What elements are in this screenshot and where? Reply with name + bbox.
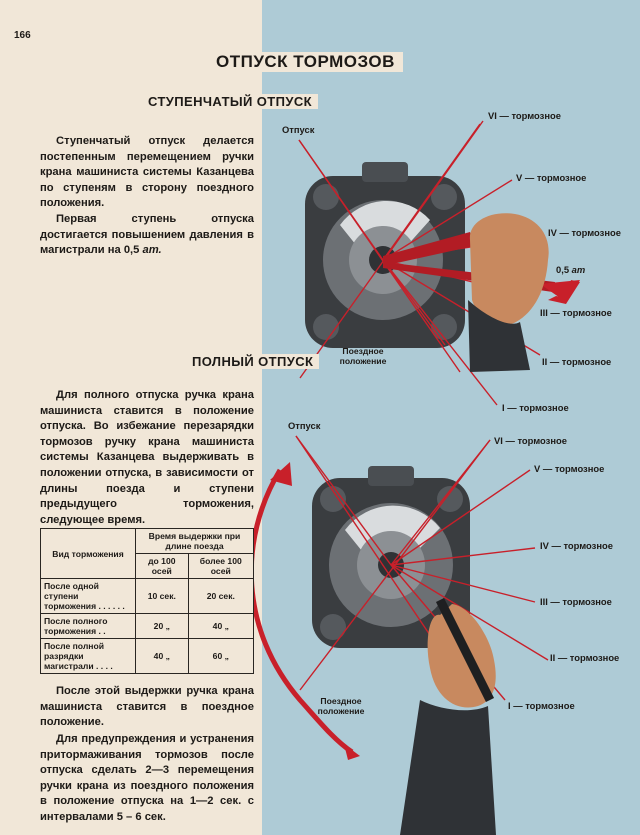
d1-label-train-position: Поездное положение bbox=[339, 346, 387, 366]
full-release-paragraph-3: Для предупреждения и устранения приторма… bbox=[40, 733, 254, 823]
table-row: После полной разрядки магистрали . . . .… bbox=[40, 638, 255, 674]
d1-label-ii: II — тормозное bbox=[542, 356, 612, 367]
table-cell-value: 40 „ bbox=[135, 638, 189, 674]
table-cell-value: 20 сек. bbox=[187, 578, 255, 614]
table-cell-value: 20 „ bbox=[135, 613, 189, 639]
d2-label-i: I — тормозное bbox=[508, 700, 575, 711]
release-arc bbox=[248, 462, 360, 760]
table-cell-value: 60 „ bbox=[187, 638, 255, 674]
d1-label-pressure: 0,5 ат bbox=[556, 264, 585, 275]
table-subheader-over-100: более 100 осей bbox=[187, 553, 255, 579]
pressure-unit: ат. bbox=[142, 244, 162, 257]
table-row: После полного торможения . . 20 „ 40 „ bbox=[40, 613, 255, 639]
table-header-time: Время выдержки при длине поезда bbox=[135, 528, 254, 554]
table-subheader-up-to-100: до 100 осей bbox=[135, 553, 189, 579]
stepped-release-paragraph-2: Первая ступень отпуска достигается повыш… bbox=[40, 212, 254, 259]
hand-1 bbox=[468, 213, 549, 372]
page-number: 166 bbox=[14, 30, 31, 41]
table-cell-kind: После полного торможения . . bbox=[40, 613, 136, 639]
stepped-release-paragraph-1: Ступенчатый отпуск делается постепенным … bbox=[40, 135, 254, 210]
table-cell-kind: После одной ступени торможения . . . . .… bbox=[40, 578, 136, 614]
full-release-paragraph-1: Для полного отпуска ручка крана машинист… bbox=[40, 389, 254, 526]
section-heading-stepped-release: СТУПЕНЧАТЫЙ ОТПУСК bbox=[146, 94, 318, 109]
section-heading-full-release: ПОЛНЫЙ ОТПУСК bbox=[190, 354, 320, 369]
d2-label-v: V — тормозное bbox=[534, 463, 605, 474]
d2-label-iii: III — тормозное bbox=[540, 596, 612, 607]
d1-pressure-value: 0,5 bbox=[556, 264, 570, 275]
hand-2 bbox=[400, 597, 496, 835]
hold-time-table: Вид торможения Время выдержки при длине … bbox=[40, 528, 255, 674]
d2-label-iv: IV — тормозное bbox=[540, 540, 613, 551]
table-header-kind: Вид торможения bbox=[40, 528, 136, 579]
d1-pressure-unit: ат bbox=[571, 264, 586, 275]
d1-label-v: V — тормозное bbox=[516, 172, 587, 183]
d1-label-iii: III — тормозное bbox=[540, 307, 612, 318]
d1-label-iv: IV — тормозное bbox=[548, 227, 621, 238]
full-release-paragraph-2: После этой выдержки ручка крана машинист… bbox=[40, 685, 254, 729]
d1-label-i: I — тормозное bbox=[502, 402, 569, 413]
d2-label-release: Отпуск bbox=[288, 420, 321, 431]
d2-label-vi: VI — тормозное bbox=[494, 435, 567, 446]
table-cell-value: 10 сек. bbox=[135, 578, 189, 614]
d1-label-release: Отпуск bbox=[282, 124, 315, 135]
table-cell-kind: После полной разрядки магистрали . . . . bbox=[40, 638, 136, 674]
stepped-release-text: Первая ступень отпуска достигается повыш… bbox=[40, 213, 254, 257]
table-cell-value: 40 „ bbox=[187, 613, 255, 639]
page-title: ОТПУСК ТОРМОЗОВ bbox=[212, 52, 403, 72]
table-row: После одной ступени торможения . . . . .… bbox=[40, 578, 255, 614]
d1-label-vi: VI — тормозное bbox=[488, 110, 561, 121]
valve-1 bbox=[305, 162, 465, 348]
d2-label-train-position: Поездное положение bbox=[317, 696, 365, 716]
d2-label-ii: II — тормозное bbox=[550, 652, 620, 663]
